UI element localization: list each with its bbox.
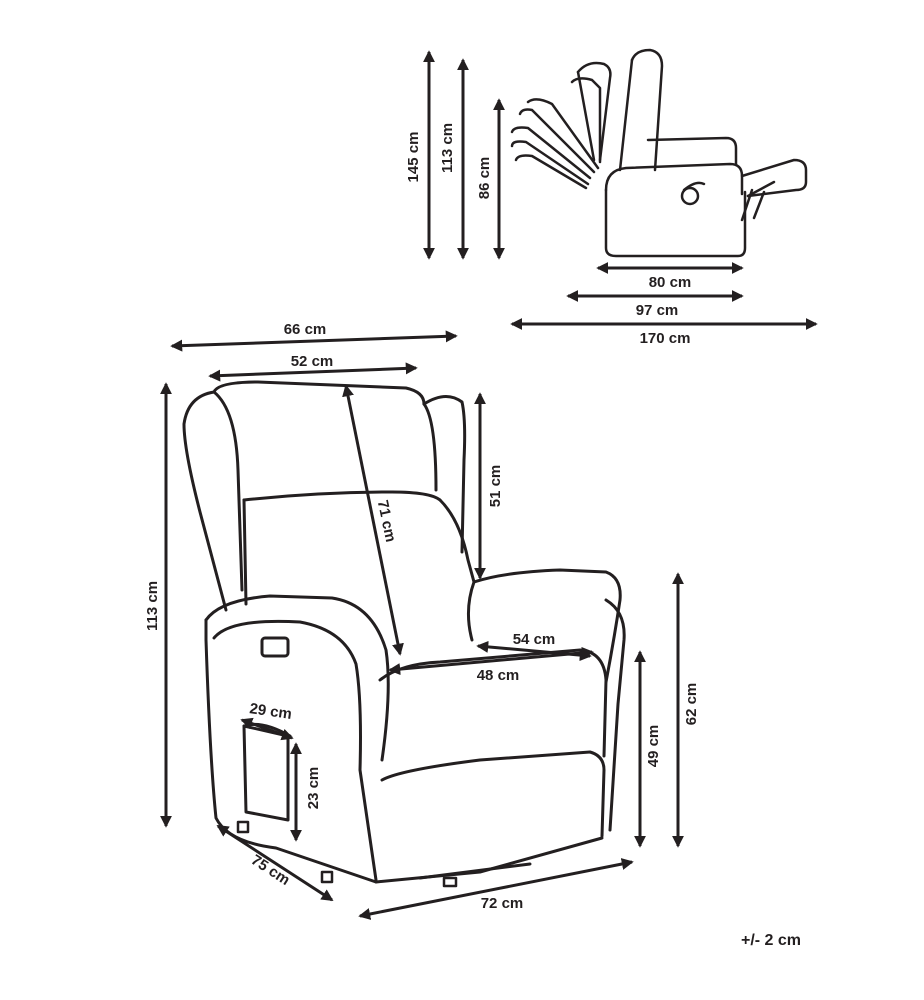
label-80: 80 cm [649, 274, 692, 291]
label-145: 145 cm [405, 132, 422, 183]
dim-arrow-75 [216, 824, 334, 902]
label-49: 49 cm [645, 725, 662, 768]
dim-arrow-29 [240, 717, 294, 741]
label-170: 170 cm [640, 330, 691, 347]
dim-arrow-52 [208, 362, 418, 382]
label-51: 51 cm [487, 465, 504, 508]
label-23: 23 cm [305, 767, 322, 810]
dim-arrow-66 [170, 330, 458, 352]
label-66: 66 cm [284, 321, 327, 338]
side-view-chair-outline [510, 48, 808, 258]
dim-arrow-71 [342, 384, 404, 656]
label-54: 54 cm [513, 631, 556, 648]
label-97: 97 cm [636, 302, 679, 319]
label-113-front: 113 cm [144, 581, 161, 631]
label-48: 48 cm [477, 667, 520, 684]
label-52: 52 cm [291, 353, 334, 370]
tolerance-note: +/- 2 cm [741, 932, 801, 949]
label-113-side: 113 cm [439, 123, 456, 173]
label-62: 62 cm [683, 683, 700, 726]
dim-arrow-48 [388, 646, 594, 676]
label-29: 29 cm [248, 700, 292, 723]
label-72: 72 cm [481, 895, 524, 912]
front-view-chair-outline [182, 380, 626, 888]
dim-arrow-72 [358, 858, 634, 920]
label-75: 75 cm [248, 852, 293, 889]
label-86: 86 cm [476, 157, 493, 200]
